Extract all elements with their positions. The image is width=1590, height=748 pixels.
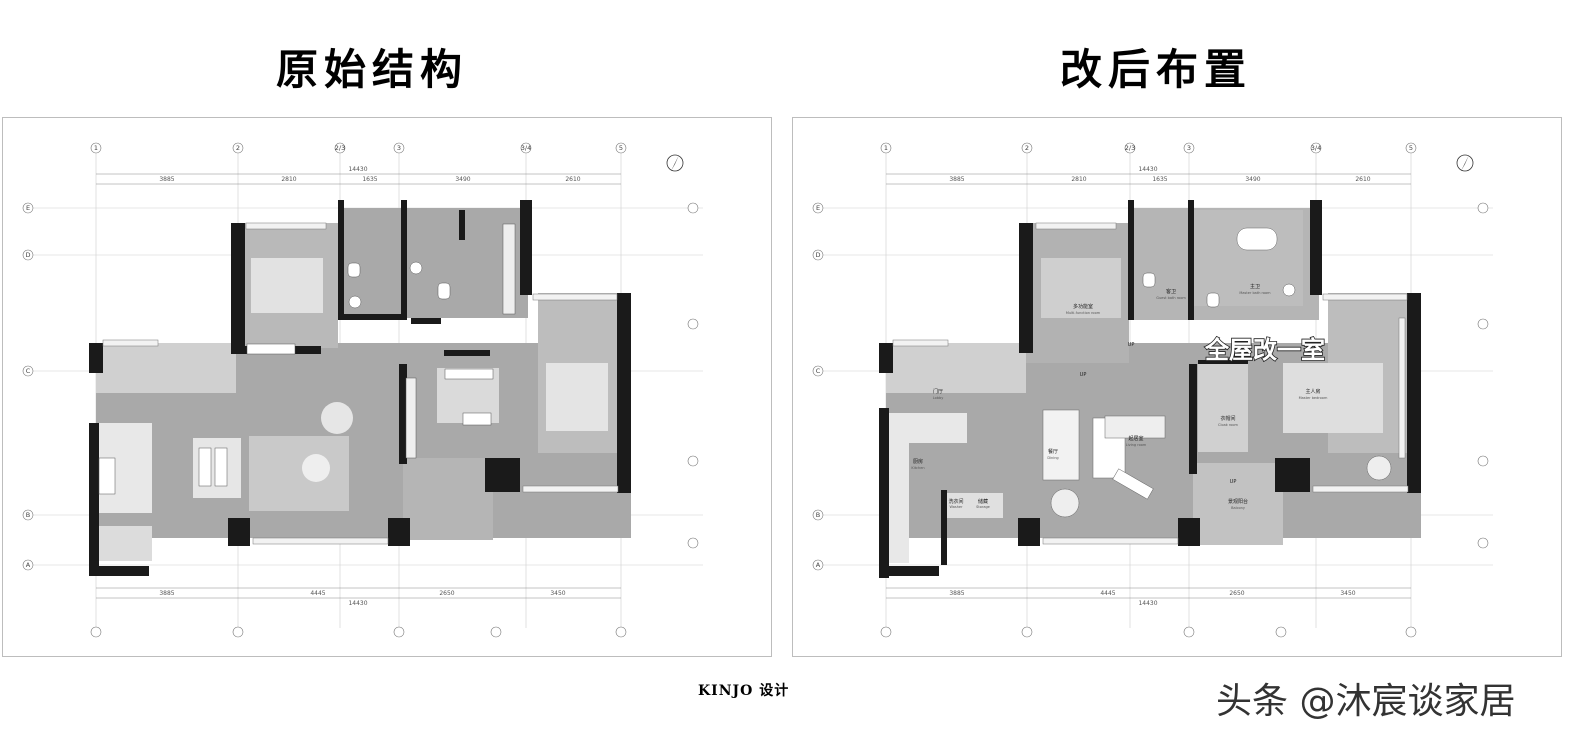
- axis-col-3-4-r: 3/4: [1311, 144, 1321, 152]
- original-floorplan: 1 2 2/3 3 3/4 5 E D C B A 14430 3885 281…: [22, 142, 703, 638]
- axis-col-5-r: 5: [1409, 144, 1413, 152]
- room-balcony-sub: Balcony: [1231, 506, 1245, 510]
- axis-row-e: E: [26, 204, 30, 212]
- whole-house-one-room-overlay: 全屋改一室: [1204, 335, 1325, 364]
- room-master-bath-sub: Master bath room: [1239, 291, 1271, 295]
- dim-top-total: 14430: [348, 166, 367, 173]
- room-living-sub: Living room: [1126, 443, 1147, 447]
- axis-row-c-r: C: [816, 367, 821, 375]
- modified-layout-title: 改后布置: [1060, 45, 1253, 94]
- dim-bottom-4-r: 3450: [1340, 590, 1355, 597]
- axis-row-a: A: [26, 561, 31, 569]
- room-guest-bath-label: 客卫: [1166, 288, 1176, 295]
- room-entry-label: 门厅: [933, 388, 943, 395]
- dim-bottom-total-r: 14430: [1138, 600, 1157, 607]
- dim-bottom-3: 2650: [439, 590, 454, 597]
- axis-row-d-r: D: [815, 251, 820, 259]
- dim-bottom-2: 4445: [310, 590, 325, 597]
- original-floorplan-panel: 1 2 2/3 3 3/4 5 E D C B A 14430 3885 281…: [2, 117, 772, 657]
- north-arrow-icon: [1456, 154, 1474, 172]
- plan-modified: [879, 200, 1421, 578]
- modified-floorplan-panel: 1 2 2/3 3 3/4 5 E D C B A 14430 3885 281…: [792, 117, 1562, 657]
- room-storage-sub: Storage: [976, 505, 990, 509]
- dim-bottom-total: 14430: [348, 600, 367, 607]
- axis-row-b-r: B: [816, 511, 820, 519]
- stair-up-label-3: UP: [1230, 479, 1237, 485]
- dim-top-3: 1635: [362, 176, 377, 183]
- room-entry-sub: Lobby: [933, 396, 944, 400]
- room-cloak-sub: Cloak room: [1218, 423, 1238, 427]
- axis-col-2-r: 2: [1025, 144, 1029, 152]
- axis-col-1: 1: [94, 144, 98, 152]
- plan-original: [89, 200, 631, 576]
- room-balcony-label: 景观阳台: [1228, 498, 1248, 505]
- axis-col-3-r: 3: [1187, 144, 1191, 152]
- axis-row-e-r: E: [816, 204, 820, 212]
- room-dining-sub: Dining: [1047, 456, 1058, 460]
- room-laundry-label: 洗衣间: [948, 498, 963, 505]
- room-master-bed-sub: Master bedroom: [1299, 396, 1328, 400]
- dim-bottom-1-r: 3885: [949, 590, 964, 597]
- axis-col-2: 2: [236, 144, 240, 152]
- stair-up-label-2: UP: [1128, 342, 1135, 348]
- source-watermark: 头条 @沐宸谈家居: [1216, 681, 1516, 722]
- dim-top-1: 3885: [159, 176, 174, 183]
- dim-top-4: 3490: [455, 176, 470, 183]
- dim-top-5: 2610: [565, 176, 580, 183]
- room-cloak-label: 衣帽间: [1220, 415, 1235, 422]
- axis-col-5: 5: [619, 144, 623, 152]
- room-living-label: 起居室: [1128, 435, 1143, 442]
- room-kitchen-label: 厨房: [913, 458, 923, 465]
- axis-col-3: 3: [397, 144, 401, 152]
- stair-up-label: UP: [1080, 372, 1087, 378]
- original-structure-title: 原始结构: [276, 45, 469, 94]
- dim-top-2-r: 2810: [1071, 176, 1086, 183]
- dim-top-total-r: 14430: [1138, 166, 1157, 173]
- modified-floorplan: 1 2 2/3 3 3/4 5 E D C B A 14430 3885 281…: [812, 142, 1493, 638]
- dim-bottom-2-r: 4445: [1100, 590, 1115, 597]
- axis-row-d: D: [25, 251, 30, 259]
- axis-col-1-r: 1: [884, 144, 888, 152]
- room-master-bath-label: 主卫: [1250, 283, 1260, 290]
- dim-bottom-4: 3450: [550, 590, 565, 597]
- room-multi-label: 多功能室: [1073, 303, 1093, 310]
- dim-top-3-r: 1635: [1152, 176, 1167, 183]
- axis-row-b: B: [26, 511, 30, 519]
- north-arrow-icon: [666, 154, 684, 172]
- dim-top-5-r: 2610: [1355, 176, 1370, 183]
- axis-row-a-r: A: [816, 561, 821, 569]
- dim-top-1-r: 3885: [949, 176, 964, 183]
- axis-row-c: C: [26, 367, 31, 375]
- dim-bottom-3-r: 2650: [1229, 590, 1244, 597]
- dim-top-4-r: 3490: [1245, 176, 1260, 183]
- axis-col-2-3-r: 2/3: [1125, 144, 1135, 152]
- designer-credit: KINJO 设计: [698, 683, 790, 699]
- dim-bottom-1: 3885: [159, 590, 174, 597]
- dim-top-2: 2810: [281, 176, 296, 183]
- room-storage-label: 储藏: [978, 498, 988, 505]
- axis-col-3-4: 3/4: [521, 144, 531, 152]
- room-guest-bath-sub: Guest bath room: [1156, 296, 1186, 300]
- room-kitchen-sub: Kitchen: [911, 466, 924, 470]
- room-master-bed-label: 主人房: [1305, 388, 1320, 395]
- room-multi-sub: Multi-function room: [1066, 311, 1101, 315]
- axis-col-2-3: 2/3: [335, 144, 345, 152]
- room-dining-label: 餐厅: [1048, 448, 1058, 455]
- room-laundry-sub: Washer: [949, 505, 963, 509]
